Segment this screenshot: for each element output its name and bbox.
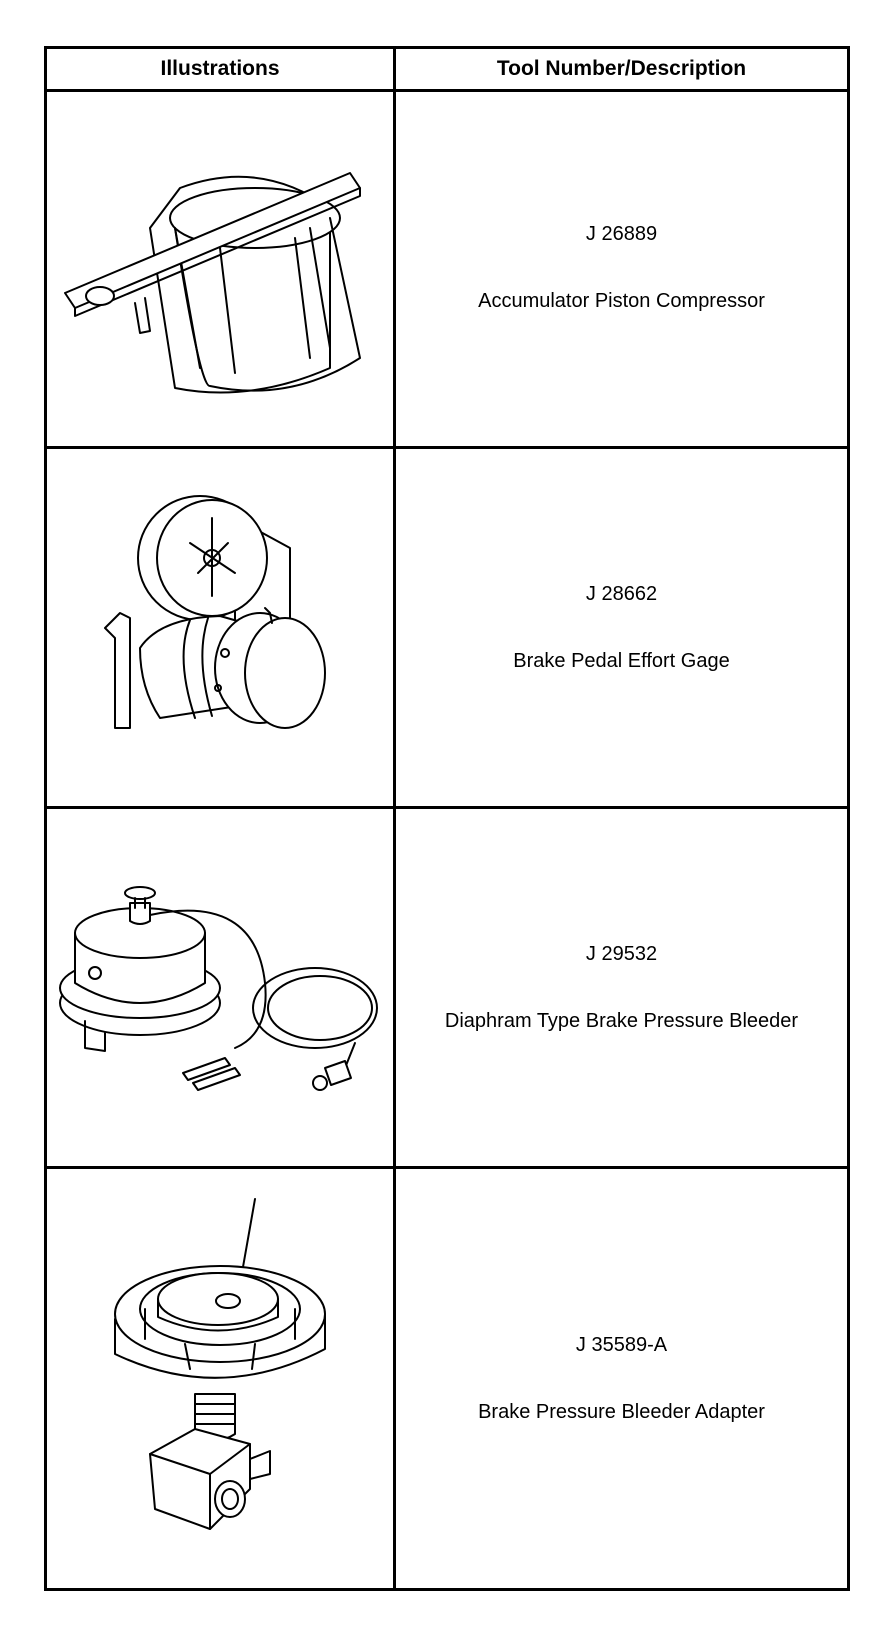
header-illustrations: Illustrations: [47, 49, 396, 89]
tool-cell: J 35589-A Brake Pressure Bleeder Adapter: [396, 1169, 847, 1588]
tool-description: Accumulator Piston Compressor: [478, 289, 765, 312]
bleeder-adapter-illustration: [47, 1169, 396, 1588]
special-tools-table: Illustrations Tool Number/Description J …: [44, 46, 850, 1591]
tool-description: Brake Pressure Bleeder Adapter: [478, 1400, 765, 1423]
tool-description: Diaphram Type Brake Pressure Bleeder: [444, 1009, 799, 1032]
tool-number: J 28662: [585, 582, 658, 605]
brake-pressure-bleeder-illustration: [47, 809, 396, 1166]
table-row: J 29532 Diaphram Type Brake Pressure Ble…: [47, 809, 847, 1169]
tool-cell: J 29532 Diaphram Type Brake Pressure Ble…: [396, 809, 847, 1166]
tool-cell: J 28662 Brake Pedal Effort Gage: [396, 449, 847, 806]
tool-number: J 35589-A: [575, 1333, 668, 1356]
table-header: Illustrations Tool Number/Description: [47, 49, 847, 92]
accumulator-piston-compressor-illustration: [47, 89, 396, 446]
table-row: J 26889 Accumulator Piston Compressor: [47, 89, 847, 449]
table-row: J 35589-A Brake Pressure Bleeder Adapter: [47, 1169, 847, 1588]
brake-pedal-effort-gage-illustration: [47, 449, 396, 806]
tool-number: J 26889: [585, 222, 658, 245]
tool-cell: J 26889 Accumulator Piston Compressor: [396, 89, 847, 446]
header-tool-number-description: Tool Number/Description: [496, 57, 747, 80]
table-row: J 28662 Brake Pedal Effort Gage: [47, 449, 847, 809]
tool-number: J 29532: [585, 942, 658, 965]
tool-description: Brake Pedal Effort Gage: [513, 649, 730, 672]
